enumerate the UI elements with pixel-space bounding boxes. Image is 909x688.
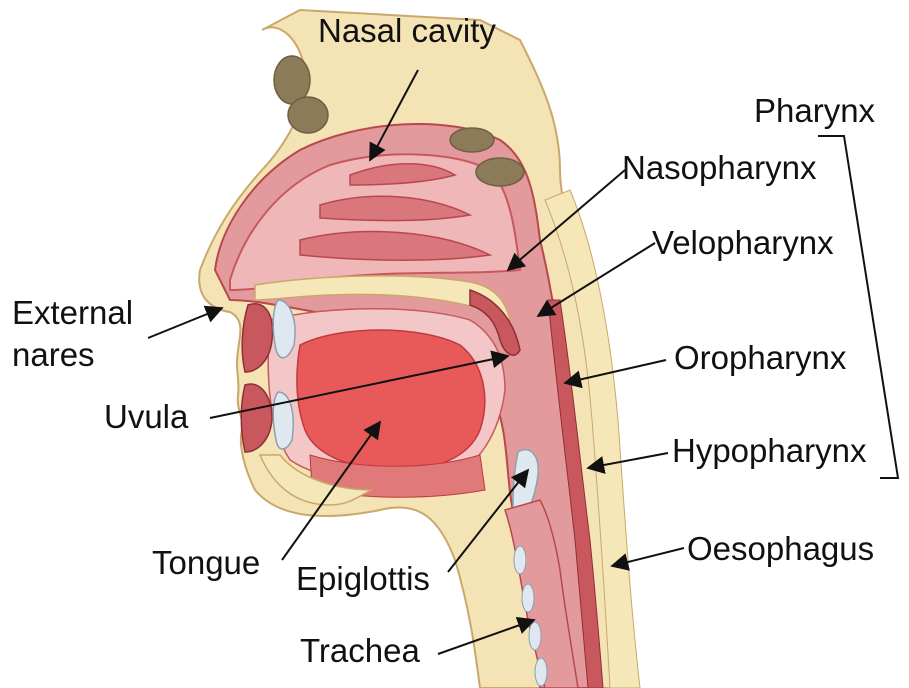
- label-hypopharynx: Hypopharynx: [672, 434, 866, 467]
- arrow-external-nares: [148, 308, 222, 338]
- tongue-shape: [297, 330, 485, 470]
- label-external-nares-line1: External: [12, 296, 133, 329]
- label-nasopharynx: Nasopharynx: [622, 151, 816, 184]
- label-external-nares-line2: nares: [12, 338, 95, 371]
- label-nasal-cavity: Nasal cavity: [318, 14, 496, 47]
- label-oropharynx: Oropharynx: [674, 341, 846, 374]
- frontal-sinus-lower: [288, 97, 328, 133]
- label-tongue: Tongue: [152, 546, 260, 579]
- label-epiglottis: Epiglottis: [296, 562, 430, 595]
- label-uvula: Uvula: [104, 400, 188, 433]
- label-velopharynx: Velopharynx: [652, 226, 834, 259]
- pharynx-bracket: [818, 136, 898, 478]
- label-oesophagus: Oesophagus: [687, 532, 874, 565]
- sphenoid-sinus-upper: [450, 128, 494, 152]
- sphenoid-sinus-lower: [476, 158, 524, 186]
- label-pharynx: Pharynx: [754, 94, 875, 127]
- label-trachea: Trachea: [300, 634, 420, 667]
